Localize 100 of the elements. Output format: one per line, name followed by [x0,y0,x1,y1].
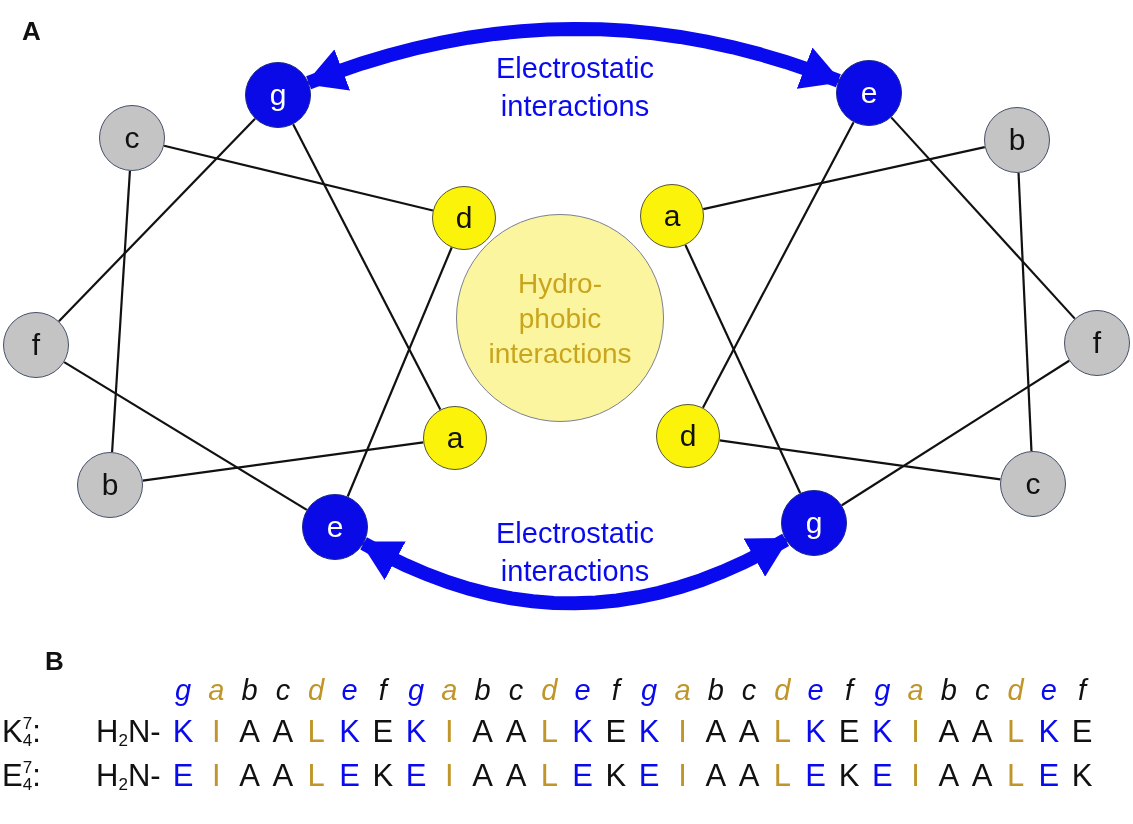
residue-circle [245,62,311,128]
amino-acid-letter: E [338,760,361,791]
heptad-position: f [1077,676,1090,705]
heptad-position: b [473,676,492,705]
residue-letter: e [860,78,878,108]
interaction-label: Electrostatic interactions [495,51,655,124]
heptad-position: b [240,676,259,705]
amino-acid-letter: E [1070,716,1094,747]
heptad-position: f [367,676,398,705]
amino-acid-letter: A [471,760,495,791]
helix-connector-line [142,441,424,482]
amino-acid-letter: E [837,716,861,747]
amino-acid-letter: A [970,716,994,747]
amino-acid-letter: E [804,760,828,791]
heptad-position: a [440,676,459,705]
heptad-position: g [407,676,426,705]
amino-acid-letter: A [471,716,495,747]
heptad-position: g [640,676,659,705]
amino-acid-letter: A [504,760,528,791]
amino-acid-letter: K [637,716,661,747]
heptad-position: a [673,676,692,705]
interaction-label: Hydro- phobic interactions [487,266,633,371]
n-terminus: H$_{2}$N- [96,760,161,791]
heptad-position: e [340,676,359,705]
amino-acid-letter: A [271,760,295,791]
heptad-position: c [973,676,991,705]
panel-letter: A [22,18,41,44]
amino-acid-letter: I [910,716,921,747]
amino-acid-letter: A [970,760,994,791]
heptad-position: e [573,676,592,705]
heptad-position: e [806,676,825,705]
heptad-position: d [307,676,326,705]
helix-connector-line [701,121,855,409]
amino-acid-letter: E [171,760,195,791]
amino-acid-letter: K [404,716,428,747]
heptad-position: g [873,676,892,705]
residue-letter: f [1092,328,1102,358]
heptad-position: c [507,676,525,705]
heptad-position: e [1039,676,1058,705]
amino-acid-letter: K [1070,760,1094,791]
amino-acid-letter: E [637,760,661,791]
amino-acid-letter: I [677,760,688,791]
helix-connector-line [719,439,1001,481]
helix-connector-line [346,247,453,497]
amino-acid-letter: I [910,760,921,791]
amino-acid-letter: K [1037,716,1061,747]
amino-acid-letter: K [571,716,594,747]
amino-acid-letter: A [737,760,761,791]
amino-acid-letter: L [772,716,792,747]
heptad-position: f [600,676,631,705]
amino-acid-letter: L [306,760,326,791]
heptad-position: d [1006,676,1026,705]
residue-letter: c [1025,469,1041,499]
amino-acid-letter: I [444,716,455,747]
amino-acid-letter: L [539,760,559,791]
helix-connector-line [292,123,442,411]
amino-acid-letter: A [737,716,761,747]
amino-acid-letter: L [1005,760,1026,791]
heptad-position: c [274,676,292,705]
amino-acid-letter: K [604,760,628,791]
helix-connector-line [111,170,131,453]
amino-acid-letter: E [371,716,395,747]
residue-letter: g [269,80,287,110]
amino-acid-letter: I [211,716,222,747]
amino-acid-letter: L [306,716,326,747]
residue-letter: b [101,470,119,500]
amino-acid-letter: A [937,716,961,747]
amino-acid-letter: K [837,760,861,791]
helix-connector-line [63,361,308,511]
n-terminus: H$_{2}$N- [96,716,161,747]
amino-acid-letter: L [1005,716,1026,747]
helix-connector-line [1017,172,1033,452]
heptad-position: g [173,676,193,705]
helix-connector-line [58,117,256,323]
helix-connector-line [841,359,1070,507]
residue-circle [836,60,902,126]
amino-acid-letter: L [539,716,559,747]
heptad-position: c [740,676,758,705]
amino-acid-letter: L [772,760,792,791]
heptad-position: a [207,676,226,705]
peptide-name: E$^{7}$$_{4}$: [2,760,41,791]
amino-acid-letter: E [870,760,894,791]
amino-acid-letter: A [704,716,728,747]
residue-letter: b [1008,125,1026,155]
residue-letter: a [663,201,681,231]
double-headed-arrow [304,21,843,91]
helix-connector-line [890,116,1076,320]
residue-letter: c [124,123,140,153]
amino-acid-letter: E [571,760,594,791]
interaction-label: Electrostatic interactions [495,516,655,589]
amino-acid-letter: I [677,716,688,747]
amino-acid-letter: A [271,716,295,747]
amino-acid-letter: E [604,716,628,747]
amino-acid-letter: K [171,716,195,747]
amino-acid-letter: K [371,760,395,791]
residue-letter: f [31,330,41,360]
residue-circle [781,490,847,556]
amino-acid-letter: A [238,760,261,791]
double-headed-arrow [360,533,790,611]
amino-acid-letter: A [704,760,728,791]
